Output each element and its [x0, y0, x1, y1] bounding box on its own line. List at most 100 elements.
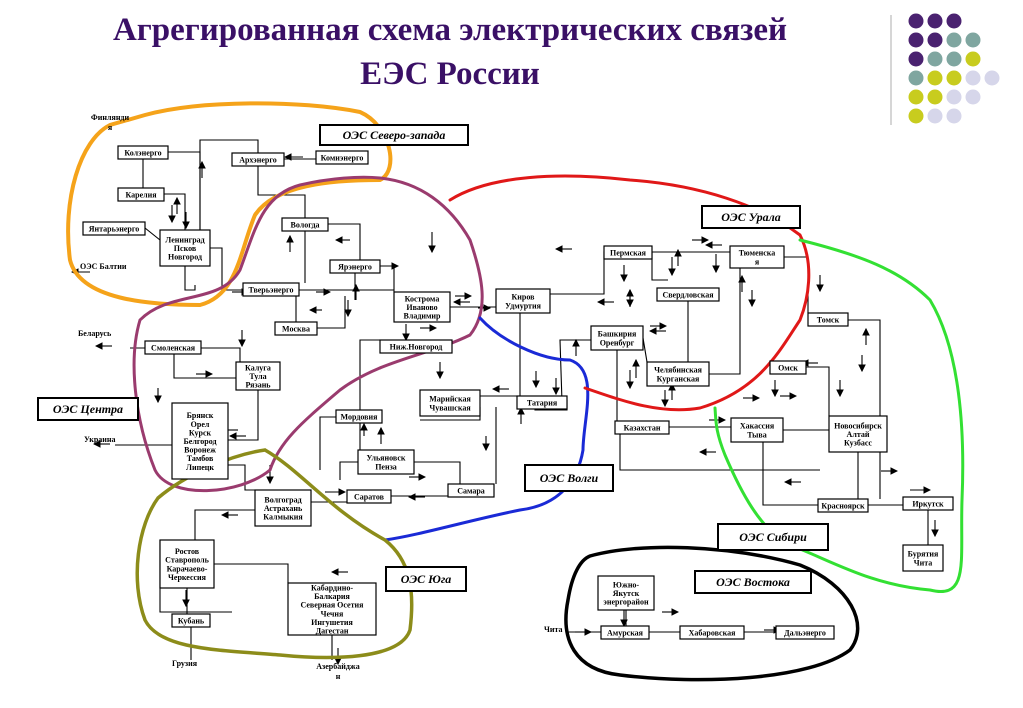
node-label-line: Воронеж — [184, 446, 216, 455]
node-label-line: Иркутск — [912, 500, 944, 509]
node-label-line: Свердловская — [662, 291, 714, 300]
node-label-line: Южно- — [613, 580, 640, 589]
node-box — [117, 187, 165, 202]
grid-nodes: КолэнергоКарелияЯнтарьэнергоЛенинградПск… — [82, 145, 954, 640]
region-label-text: ОЭС Сибири — [739, 530, 807, 544]
connection-line — [228, 464, 255, 491]
contour-south — [135, 448, 414, 660]
node-box — [902, 544, 944, 572]
node-label-line: Удмуртия — [505, 301, 541, 310]
node-label-line: Ингушетия — [311, 618, 353, 627]
connection-line — [559, 339, 591, 403]
connection-line — [414, 461, 461, 484]
node-label-line: Владимир — [404, 312, 442, 321]
region-label-text: ОЭС Юга — [401, 572, 452, 586]
node-box — [730, 417, 784, 443]
node-label-line: Бурятия — [908, 550, 939, 559]
connection-line — [319, 416, 336, 470]
node-label-line: Москва — [282, 325, 310, 334]
decorative-dot — [908, 89, 924, 105]
region-label-south: ОЭС Юга — [385, 566, 467, 592]
node-label-line: Рязань — [245, 381, 271, 390]
node-perm: Пермская — [603, 245, 653, 260]
label-georgia: Грузия — [172, 659, 198, 668]
node-label-line: Тюменска — [739, 249, 776, 258]
node-label-line: Астрахань — [264, 504, 303, 513]
node-label-line: Волгоград — [264, 495, 301, 504]
node-label-line: Самара — [457, 487, 485, 496]
node-box — [287, 582, 377, 636]
node-label-line: Карелия — [125, 191, 157, 200]
node-label-line: Алтай — [847, 430, 870, 439]
node-box — [902, 496, 954, 511]
node-label-line: Татария — [527, 399, 558, 408]
region-label-text: ОЭС Востока — [716, 575, 790, 589]
node-label-line: Дагестан — [316, 627, 349, 636]
node-box — [379, 339, 453, 354]
decorative-dot — [908, 13, 924, 29]
decorative-dot — [927, 89, 943, 105]
region-label-text: ОЭС Волги — [540, 471, 599, 485]
connection-line — [328, 223, 361, 260]
node-label-line: Хакассия — [740, 422, 775, 431]
decorative-dot — [927, 51, 943, 67]
node-label-line: Саратов — [354, 493, 385, 502]
node-label-line: Кострома — [405, 294, 440, 303]
node-amur: Амурская — [600, 625, 650, 640]
node-box — [335, 409, 383, 424]
connection-line — [228, 390, 259, 441]
node-label-line: Оренбург — [600, 338, 635, 347]
connection-line — [214, 563, 289, 583]
region-label-box — [694, 570, 812, 594]
node-tataria: Татария — [516, 395, 568, 410]
region-label-text: ОЭС Урала — [721, 210, 781, 224]
node-label-line: Башкирия — [598, 330, 637, 339]
connection-line — [184, 266, 196, 291]
node-box — [597, 575, 655, 611]
node-saratov: Саратов — [346, 489, 392, 504]
region-label-box — [524, 464, 614, 492]
decorative-dot — [965, 89, 981, 105]
node-label-line: Новосибирск — [834, 421, 882, 430]
node-box — [144, 340, 202, 355]
region-label-ural: ОЭС Урала — [701, 205, 801, 229]
slide-title-line-1: Агрегированная схема электрических связе… — [112, 12, 788, 48]
node-box — [357, 449, 415, 475]
node-label-line: Комиэнерго — [321, 154, 364, 163]
region-label-center: ОЭС Центра — [37, 397, 139, 421]
node-box — [419, 389, 481, 417]
decorative-dot — [946, 32, 962, 48]
label-oes_baltic: ОЭС Балтии — [80, 262, 127, 271]
connection-line — [144, 227, 161, 241]
node-box — [393, 291, 451, 323]
node-label-line: энергорайон — [603, 598, 649, 607]
label-finland: Финлянди — [91, 113, 130, 122]
connection-line — [359, 339, 394, 450]
node-label-line: я — [755, 257, 760, 266]
node-box — [646, 361, 710, 387]
decorative-dot — [965, 32, 981, 48]
connection-line — [194, 509, 255, 540]
decorative-dot — [927, 70, 943, 86]
region-label-box — [37, 397, 139, 421]
node-box — [603, 245, 653, 260]
node-label-line: Чечня — [321, 609, 344, 618]
node-label-line: Новгород — [168, 253, 202, 262]
region-label-volga: ОЭС Волги — [524, 464, 614, 492]
node-label-line: Казахстан — [624, 424, 661, 433]
node-box — [281, 217, 329, 232]
node-label-line: Ульяновск — [366, 454, 405, 463]
node-label-line: Черкессия — [168, 573, 207, 582]
node-box — [346, 489, 392, 504]
connection-line — [848, 319, 881, 499]
node-label-line: Янтарьэнерго — [89, 225, 140, 234]
node-box — [656, 287, 720, 302]
connection-line — [642, 337, 648, 363]
